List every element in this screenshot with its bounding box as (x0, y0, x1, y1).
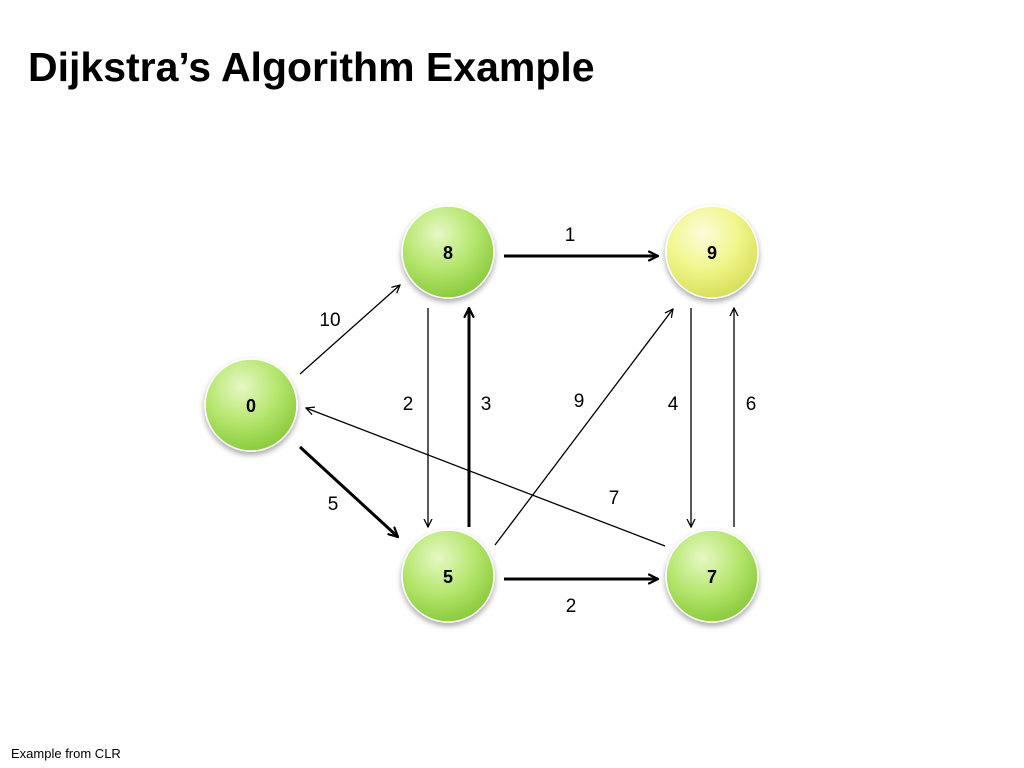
edge-weight-8-to-5: 2 (403, 394, 414, 415)
node-distance-label: 9 (707, 243, 717, 263)
edge-5-to-9 (494, 309, 673, 546)
edge-weight-7-to-0: 7 (609, 488, 620, 509)
edge-weight-0-to-8: 10 (319, 310, 340, 331)
node-distance-label: 7 (707, 567, 717, 587)
edge-weight-7-to-9: 6 (746, 394, 757, 415)
graph-node-y: 7 (665, 529, 759, 623)
edge-weight-8-to-9: 1 (565, 225, 576, 246)
edge-labels: 10 5 1 2 3 9 2 4 6 7 (319, 225, 756, 617)
edge-weight-5-to-7: 2 (566, 596, 577, 617)
node-distance-label: 8 (443, 243, 453, 263)
graph-node-s: 0 (204, 358, 298, 452)
edge-weight-5-to-8: 3 (481, 394, 492, 415)
edges (298, 256, 734, 579)
edge-weight-0-to-5: 5 (328, 494, 339, 515)
nodes: 0 8 9 5 7 (204, 205, 759, 623)
slide-title: Dijkstra’s Algorithm Example (28, 44, 595, 90)
edge-weight-9-to-7: 4 (668, 394, 679, 415)
graph-node-u: 8 (401, 205, 495, 299)
footer-note: Example from CLR (11, 746, 121, 761)
node-distance-label: 0 (246, 396, 256, 416)
edge-7-to-0 (306, 408, 666, 547)
graph-node-v: 9 (665, 205, 759, 299)
edge-0-to-5 (298, 445, 398, 537)
graph-node-x: 5 (401, 529, 495, 623)
edge-0-to-8 (299, 285, 400, 375)
edge-weight-5-to-9: 9 (574, 391, 585, 412)
node-distance-label: 5 (443, 567, 453, 587)
